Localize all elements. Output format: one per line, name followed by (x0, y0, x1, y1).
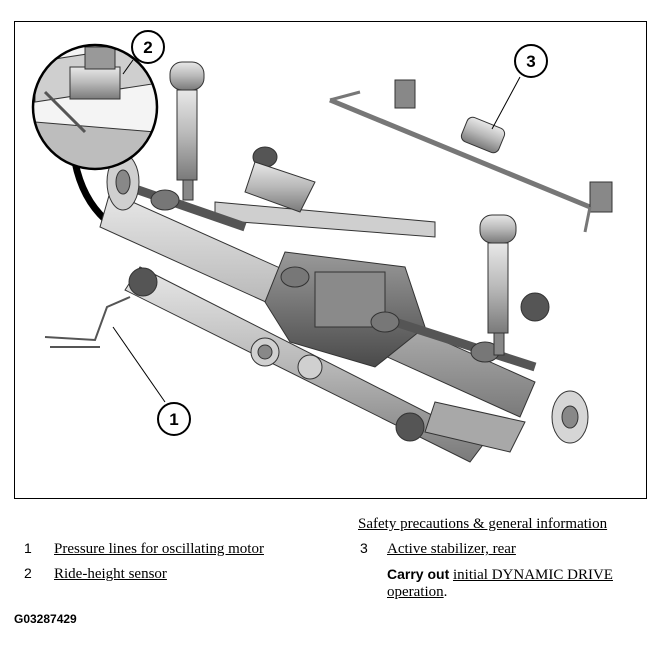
pressure-line (44, 296, 131, 342)
callout-3-label: 3 (526, 52, 535, 71)
legend-item-1-link[interactable]: Pressure lines for oscillating motor (54, 541, 264, 557)
legend-item-2-number: 2 (24, 565, 32, 581)
carry-out-instruction: Carry out initial DYNAMIC DRIVE (387, 565, 613, 584)
left-shock-absorber (169, 61, 205, 201)
rear-subframe (99, 146, 589, 463)
technical-illustration: 2 3 1 (14, 21, 647, 499)
active-stabilizer-drawing (329, 79, 613, 233)
callout-2-label: 2 (143, 38, 152, 57)
safety-precautions-link[interactable]: Safety precautions & general information (358, 516, 608, 532)
zoom-detail-circle (31, 43, 159, 171)
legend-item-2-link[interactable]: Ride-height sensor (54, 566, 167, 582)
legend-item-3-link[interactable]: Active stabilizer, rear (387, 541, 516, 557)
dynamic-drive-link-line1[interactable]: initial DYNAMIC DRIVE (452, 567, 613, 583)
legend-item-1-number: 1 (24, 540, 32, 556)
carry-out-period: . (443, 584, 448, 600)
figure-id: G03287429 (14, 612, 77, 626)
dynamic-drive-link-line2[interactable]: operation (387, 584, 444, 600)
callout-1-label: 1 (169, 410, 178, 429)
callout-1: 1 (157, 402, 191, 436)
carry-out-label: Carry out (387, 566, 450, 582)
carry-out-instruction-line2: operation. (387, 583, 447, 601)
legend-item-3-number: 3 (360, 540, 368, 556)
right-shock-absorber (479, 214, 517, 356)
callout-3: 3 (514, 44, 548, 78)
callout-2: 2 (131, 30, 165, 64)
rear-axle-drawing: 2 3 1 (31, 30, 613, 463)
